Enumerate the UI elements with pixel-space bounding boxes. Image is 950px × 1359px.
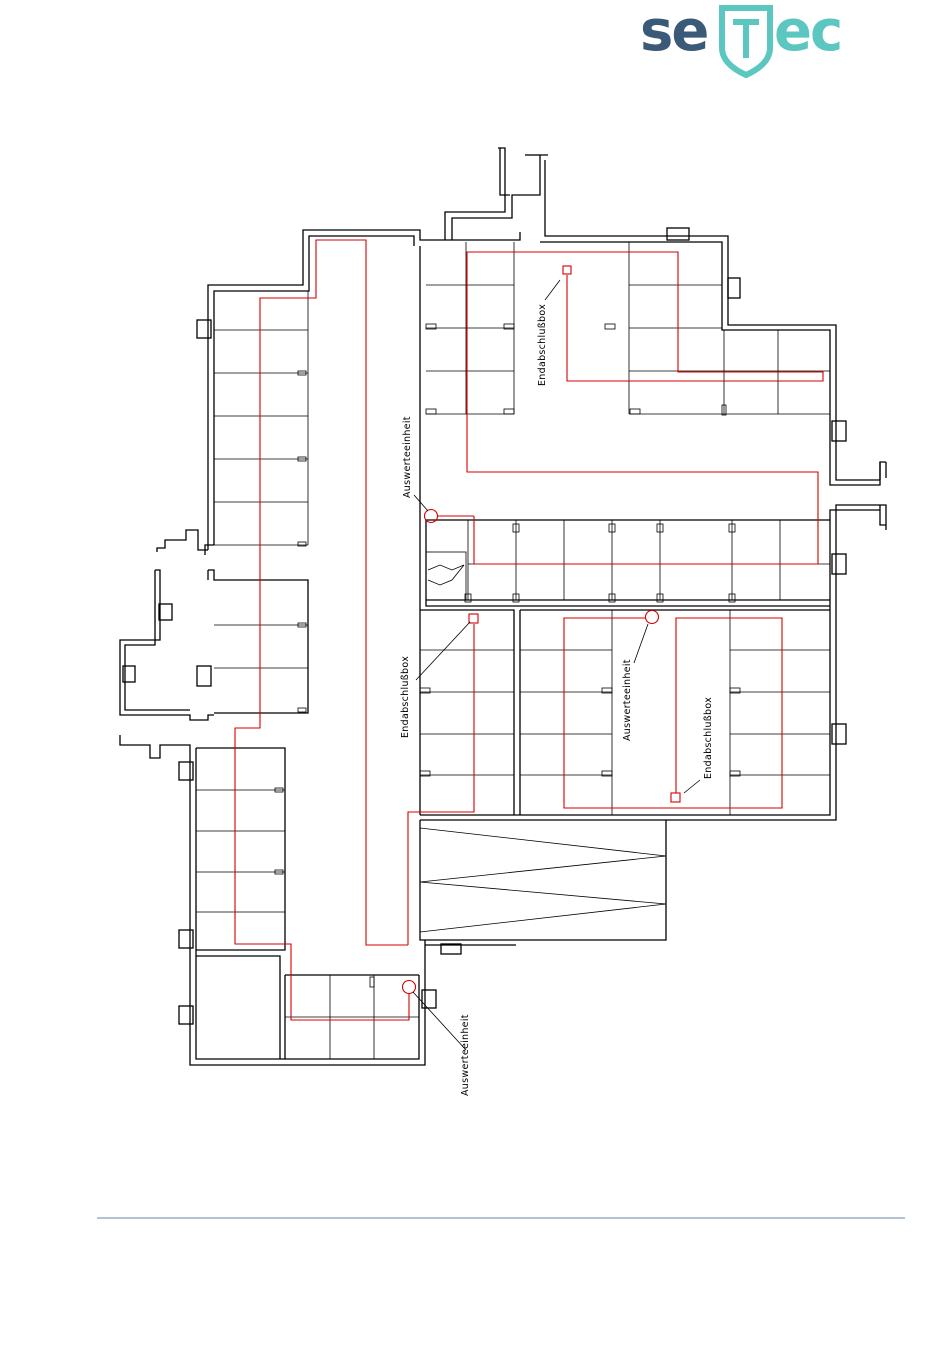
device-labels: Auswerteeinheit Endabschlußbox Endabschl… <box>400 304 714 1096</box>
label-leader-lines <box>413 280 700 1050</box>
end-box-marker-1[interactable] <box>563 266 571 274</box>
logo-text-right: ec <box>774 0 841 64</box>
evaluation-unit-marker-3[interactable] <box>403 981 416 994</box>
cable-route-lower-right <box>564 618 782 808</box>
label-endabschlussbox-3: Endabschlußbox <box>703 697 714 779</box>
label-endabschlussbox-2: Endabschlußbox <box>400 656 411 738</box>
label-auswerteeinheit-2: Auswerteeinheit <box>622 659 633 741</box>
label-auswerteeinheit-1: Auswerteeinheit <box>402 416 413 498</box>
evaluation-unit-marker-2[interactable] <box>646 611 659 624</box>
shield-t-icon <box>733 22 759 58</box>
logo-text-left: se <box>640 0 707 64</box>
cable-route-top <box>467 252 823 564</box>
end-box-marker-2[interactable] <box>469 614 478 623</box>
end-box-marker-3[interactable] <box>671 793 680 802</box>
parking-bays <box>196 242 830 1059</box>
sensor-cable-routes <box>235 240 823 1020</box>
label-endabschlussbox-1: Endabschlußbox <box>537 304 548 386</box>
cable-route-left-return <box>408 624 474 945</box>
structural-details <box>123 228 886 1024</box>
label-auswerteeinheit-3: Auswerteeinheit <box>460 1014 471 1096</box>
footer-divider <box>97 1217 905 1219</box>
settec-logo: se ec <box>640 0 841 75</box>
cable-route-left <box>235 240 409 1020</box>
